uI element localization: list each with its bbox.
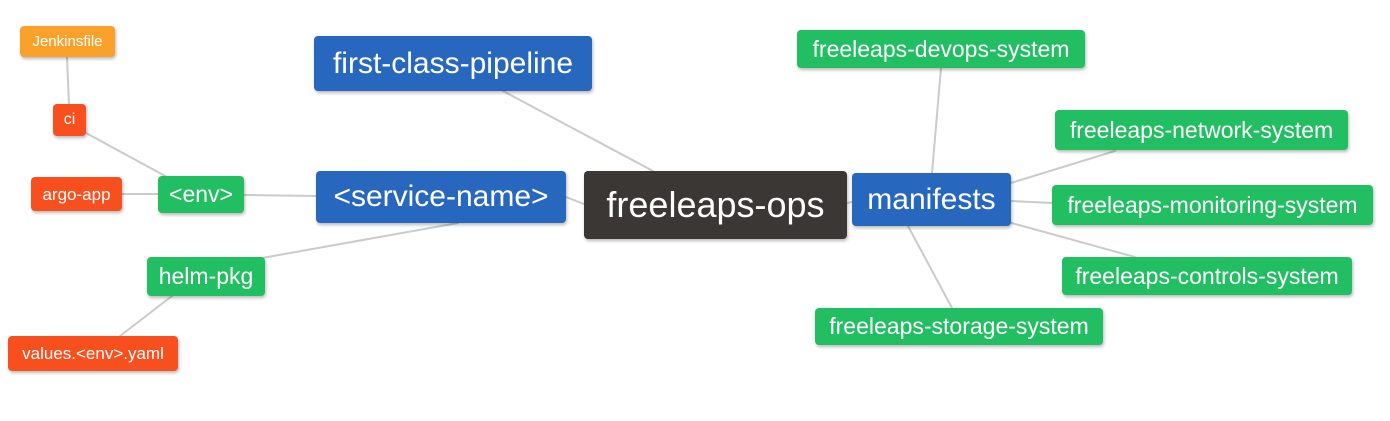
node-freeleaps-ops[interactable]: freeleaps-ops (584, 171, 847, 239)
node-ci[interactable]: ci (53, 104, 86, 136)
node-argo-app[interactable]: argo-app (31, 177, 122, 211)
edge-jenkinsfile-to-ci (66, 56, 70, 105)
node-jenkinsfile[interactable]: Jenkinsfile (20, 26, 115, 57)
edge-manifests-to-freeleaps-controls-system (1007, 221, 1136, 258)
edge-service-name-to-freeleaps-ops (565, 196, 585, 205)
edge-first-class-pipeline-to-freeleaps-ops (502, 90, 654, 172)
node-values-env-yaml[interactable]: values.<env>.yaml (8, 336, 178, 371)
node-env[interactable]: <env> (158, 176, 244, 213)
edge-ci-to-env (85, 132, 168, 178)
node-first-class-pipeline[interactable]: first-class-pipeline (314, 36, 592, 91)
node-helm-pkg[interactable]: helm-pkg (147, 257, 265, 296)
edge-manifests-to-freeleaps-devops-system (931, 67, 942, 174)
edge-service-name-to-helm-pkg (261, 222, 459, 259)
edge-manifests-to-freeleaps-network-system (1010, 150, 1116, 184)
edge-env-to-service-name (243, 194, 317, 197)
node-manifests[interactable]: manifests (852, 173, 1011, 226)
edge-helm-pkg-to-values-env-yaml (119, 295, 173, 337)
node-service-name[interactable]: <service-name> (316, 171, 566, 223)
edge-manifests-to-freeleaps-storage-system (907, 225, 953, 309)
node-freeleaps-storage-system[interactable]: freeleaps-storage-system (815, 308, 1103, 345)
node-freeleaps-controls-system[interactable]: freeleaps-controls-system (1062, 257, 1352, 295)
node-freeleaps-devops-system[interactable]: freeleaps-devops-system (797, 30, 1085, 68)
node-freeleaps-network-system[interactable]: freeleaps-network-system (1055, 110, 1348, 150)
node-freeleaps-monitoring-system[interactable]: freeleaps-monitoring-system (1052, 185, 1373, 225)
edge-manifests-to-freeleaps-monitoring-system (1010, 200, 1053, 204)
